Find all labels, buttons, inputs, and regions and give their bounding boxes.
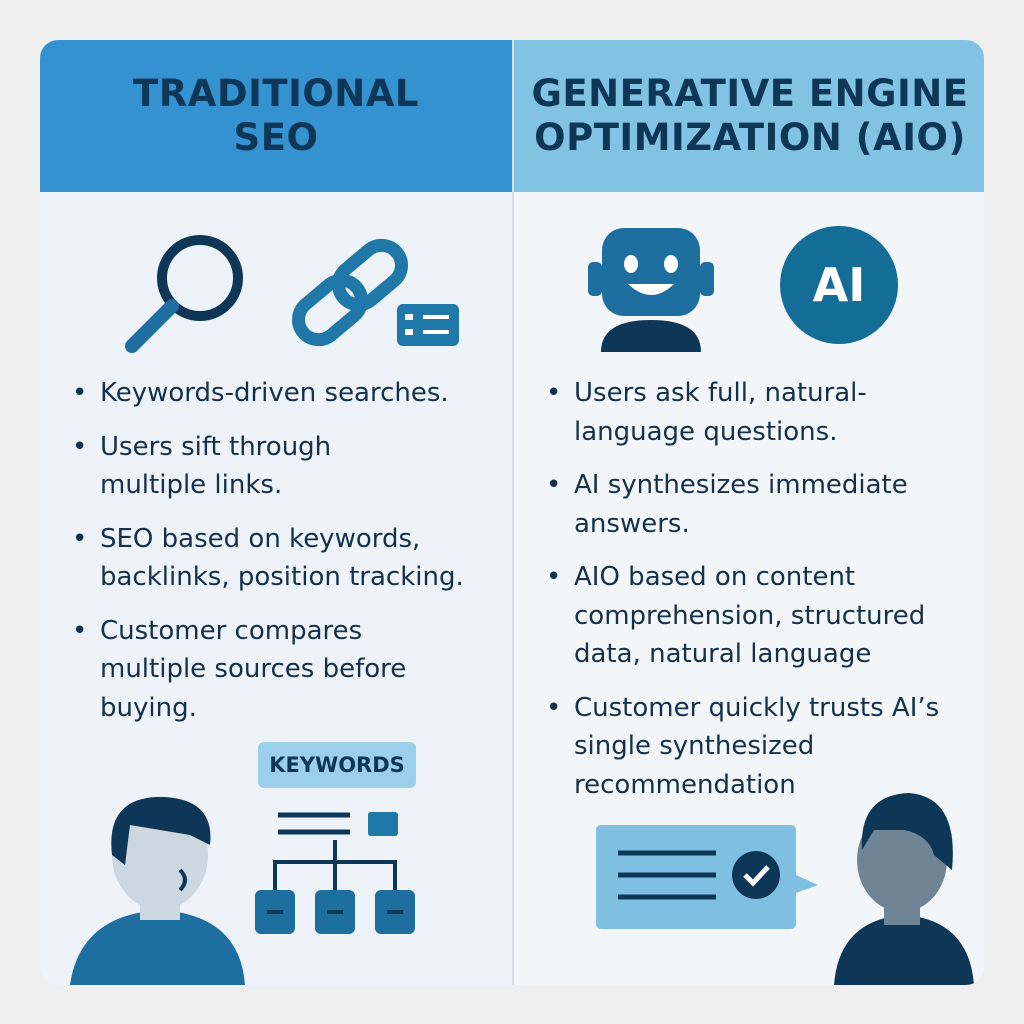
traditional-seo-bullets: Keywords-driven searches. Users sift thr…: [40, 374, 500, 742]
title-line: OPTIMIZATION (AIO): [534, 116, 966, 159]
keywords-tag: KEYWORDS: [258, 742, 416, 788]
bullet-item: Keywords-driven searches.: [40, 374, 500, 413]
bullet-item: Customer compares multiple sources befor…: [40, 612, 440, 728]
ai-badge-text: AI: [812, 258, 866, 312]
title-line: GENERATIVE ENGINE: [531, 72, 969, 115]
bullet-item: Users sift through multiple links.: [40, 428, 360, 505]
chain-link-icon: [292, 238, 459, 347]
person-receiving-answer-icon: [834, 793, 974, 985]
bullet-item: SEO based on keywords, backlinks, positi…: [40, 520, 480, 597]
magnifier-icon: [125, 235, 243, 353]
bullet-item: Users ask full, natural-language questio…: [514, 374, 904, 451]
person-searching-icon: [70, 796, 245, 985]
title-line: SEO: [233, 116, 319, 159]
ai-answer-bubble-icon: [596, 825, 818, 929]
site-structure-icon: [255, 812, 415, 934]
bullet-item: Customer quickly trusts AI’s single synt…: [514, 689, 974, 805]
title-line: TRADITIONAL: [133, 72, 419, 115]
robot-icon: [588, 228, 714, 352]
ai-badge-icon: AI: [780, 226, 898, 344]
bullet-item: AI synthesizes immediate answers.: [514, 466, 964, 543]
bullet-item: AIO based on content comprehension, stru…: [514, 558, 974, 674]
aio-bullets: Users ask full, natural-language questio…: [514, 374, 974, 819]
